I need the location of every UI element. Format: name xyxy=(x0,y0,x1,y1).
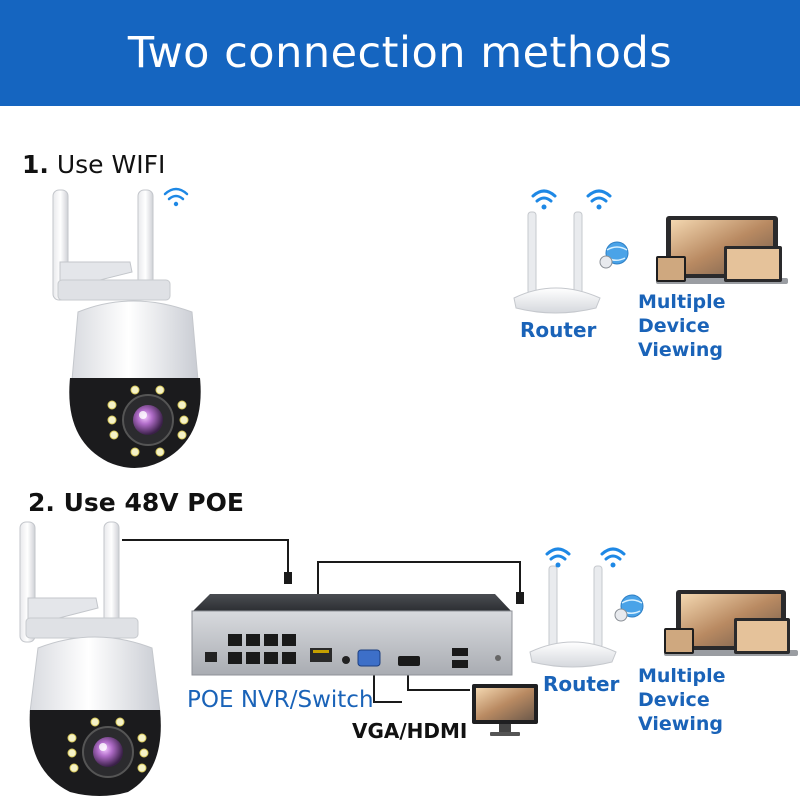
router-icon xyxy=(529,565,617,668)
nvr-label: POE NVR/Switch xyxy=(187,687,374,713)
multiple-device-label: Multiple Device Viewing xyxy=(638,290,800,362)
laptop-icon xyxy=(656,216,788,284)
header-banner: Two connection methods xyxy=(0,0,800,106)
section-text: Use WIFI xyxy=(56,150,166,179)
multiple-device-line1: Multiple Device xyxy=(638,291,726,337)
camera-icon xyxy=(52,189,201,468)
multiple-device-line2: Viewing xyxy=(638,339,723,361)
section-heading-poe: 2. Use 48V POE xyxy=(28,488,244,517)
multiple-device-line1: Multiple Device xyxy=(638,665,726,711)
camera-icon xyxy=(19,521,161,796)
multiple-device-label: Multiple Device Viewing xyxy=(638,664,800,736)
globe-icon xyxy=(599,241,629,269)
laptop-icon xyxy=(664,590,798,656)
wifi-signal-icon xyxy=(545,547,626,568)
router-label: Router xyxy=(543,672,620,696)
multiple-device-line2: Viewing xyxy=(638,713,723,735)
section-number: 1. xyxy=(22,150,49,179)
globe-icon xyxy=(614,594,644,622)
router-icon xyxy=(513,211,601,314)
monitor-icon xyxy=(472,684,538,736)
wifi-signal-icon xyxy=(531,189,612,210)
section-heading-wifi: 1. Use WIFI xyxy=(22,150,165,179)
nvr-device-icon xyxy=(191,594,513,676)
vga-hdmi-label: VGA/HDMI xyxy=(352,719,468,743)
page-title: Two connection methods xyxy=(127,28,673,78)
wifi-signal-icon xyxy=(163,187,189,207)
router-label: Router xyxy=(520,318,597,342)
section-text: Use 48V POE xyxy=(63,488,244,517)
section-number: 2. xyxy=(28,488,55,517)
